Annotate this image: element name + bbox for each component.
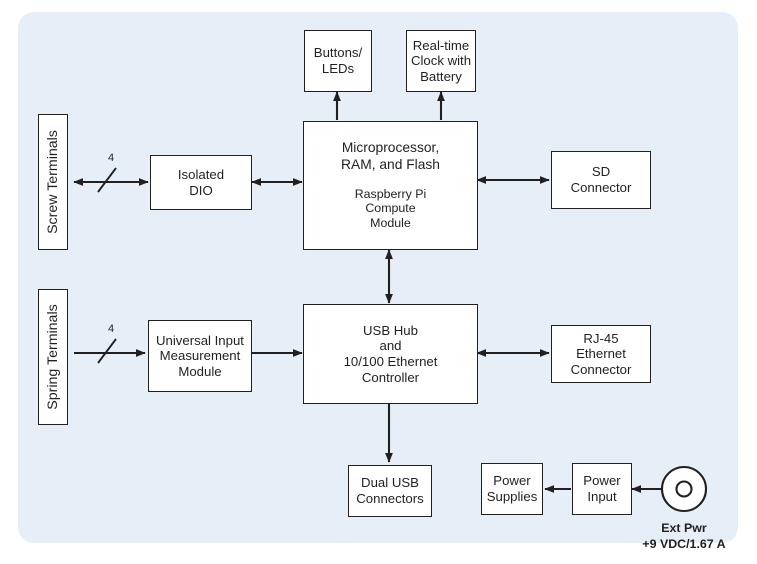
block-microprocessor[interactable]: Microprocessor, RAM, and Flash Raspberry…: [303, 121, 478, 250]
dual-usb-line-2: Connectors: [356, 491, 424, 506]
block-buttons-leds[interactable]: Buttons/ LEDs: [304, 30, 372, 92]
dual-usb-line-1: Dual USB: [361, 475, 419, 491]
power-input-line-1: Power: [583, 473, 621, 489]
real-time-clock-line-2: Clock with: [410, 53, 472, 69]
isolated-dio-line-1: Isolated: [177, 166, 225, 182]
power-supplies-line-2: Supplies: [486, 489, 538, 504]
block-sd-connector[interactable]: SD Connector: [551, 151, 651, 209]
buttons-leds-line-2: LEDs: [321, 61, 355, 76]
compute-module-line-2: Compute: [365, 201, 416, 216]
usb-hub-line-1: USB Hub: [363, 322, 418, 338]
microprocessor-line-1: Microprocessor,: [341, 140, 440, 156]
buttons-leds-line-1: Buttons/: [313, 45, 363, 61]
block-rj45-ethernet-connector[interactable]: RJ-45 Ethernet Connector: [551, 325, 651, 383]
ext-power-line-2: +9 VDC/1.67 A: [642, 536, 726, 551]
universal-input-line-1: Universal Input: [156, 332, 244, 348]
screw-terminals-label: Screw Terminals: [45, 130, 61, 234]
ext-power-line-1: Ext Pwr: [661, 521, 707, 535]
real-time-clock-line-1: Real-time: [412, 37, 470, 53]
compute-module-line-3: Module: [370, 216, 411, 231]
rj45-line-1: RJ-45: [583, 330, 619, 346]
block-universal-input-measurement-module[interactable]: Universal Input Measurement Module: [148, 320, 252, 392]
screw-bus-width-label: 4: [108, 152, 115, 164]
power-supplies-line-1: Power: [493, 473, 531, 489]
block-usb-hub-ethernet-controller[interactable]: USB Hub and 10/100 Ethernet Controller: [303, 304, 478, 404]
block-power-input[interactable]: Power Input: [572, 463, 632, 515]
rj45-line-2: Ethernet: [576, 346, 626, 362]
universal-input-line-3: Module: [178, 363, 222, 379]
real-time-clock-line-3: Battery: [420, 68, 462, 84]
block-power-supplies[interactable]: Power Supplies: [481, 463, 543, 515]
block-screw-terminals[interactable]: Screw Terminals: [38, 114, 68, 250]
sd-connector-line-1: SD: [591, 164, 611, 180]
isolated-dio-line-2: DIO: [189, 182, 213, 198]
spring-terminals-label: Spring Terminals: [45, 304, 61, 410]
compute-module-line-1: Raspberry Pi: [354, 186, 427, 201]
rj45-line-3: Connector: [570, 361, 632, 377]
microprocessor-line-2: RAM, and Flash: [341, 156, 440, 172]
block-dual-usb-connectors[interactable]: Dual USB Connectors: [348, 465, 432, 517]
usb-hub-line-2: and: [379, 338, 402, 354]
block-spring-terminals[interactable]: Spring Terminals: [38, 289, 68, 425]
block-isolated-dio[interactable]: Isolated DIO: [150, 155, 252, 210]
usb-hub-line-4: Controller: [361, 369, 420, 385]
ext-power-caption: Ext Pwr +9 VDC/1.67 A: [608, 521, 757, 552]
usb-hub-line-3: 10/100 Ethernet: [343, 354, 438, 369]
diagram-background-panel: [18, 12, 738, 543]
spring-bus-width-label: 4: [108, 323, 115, 335]
block-real-time-clock[interactable]: Real-time Clock with Battery: [406, 30, 476, 92]
universal-input-line-2: Measurement: [159, 348, 241, 364]
sd-connector-line-2: Connector: [570, 180, 632, 195]
power-input-line-2: Input: [587, 489, 617, 504]
